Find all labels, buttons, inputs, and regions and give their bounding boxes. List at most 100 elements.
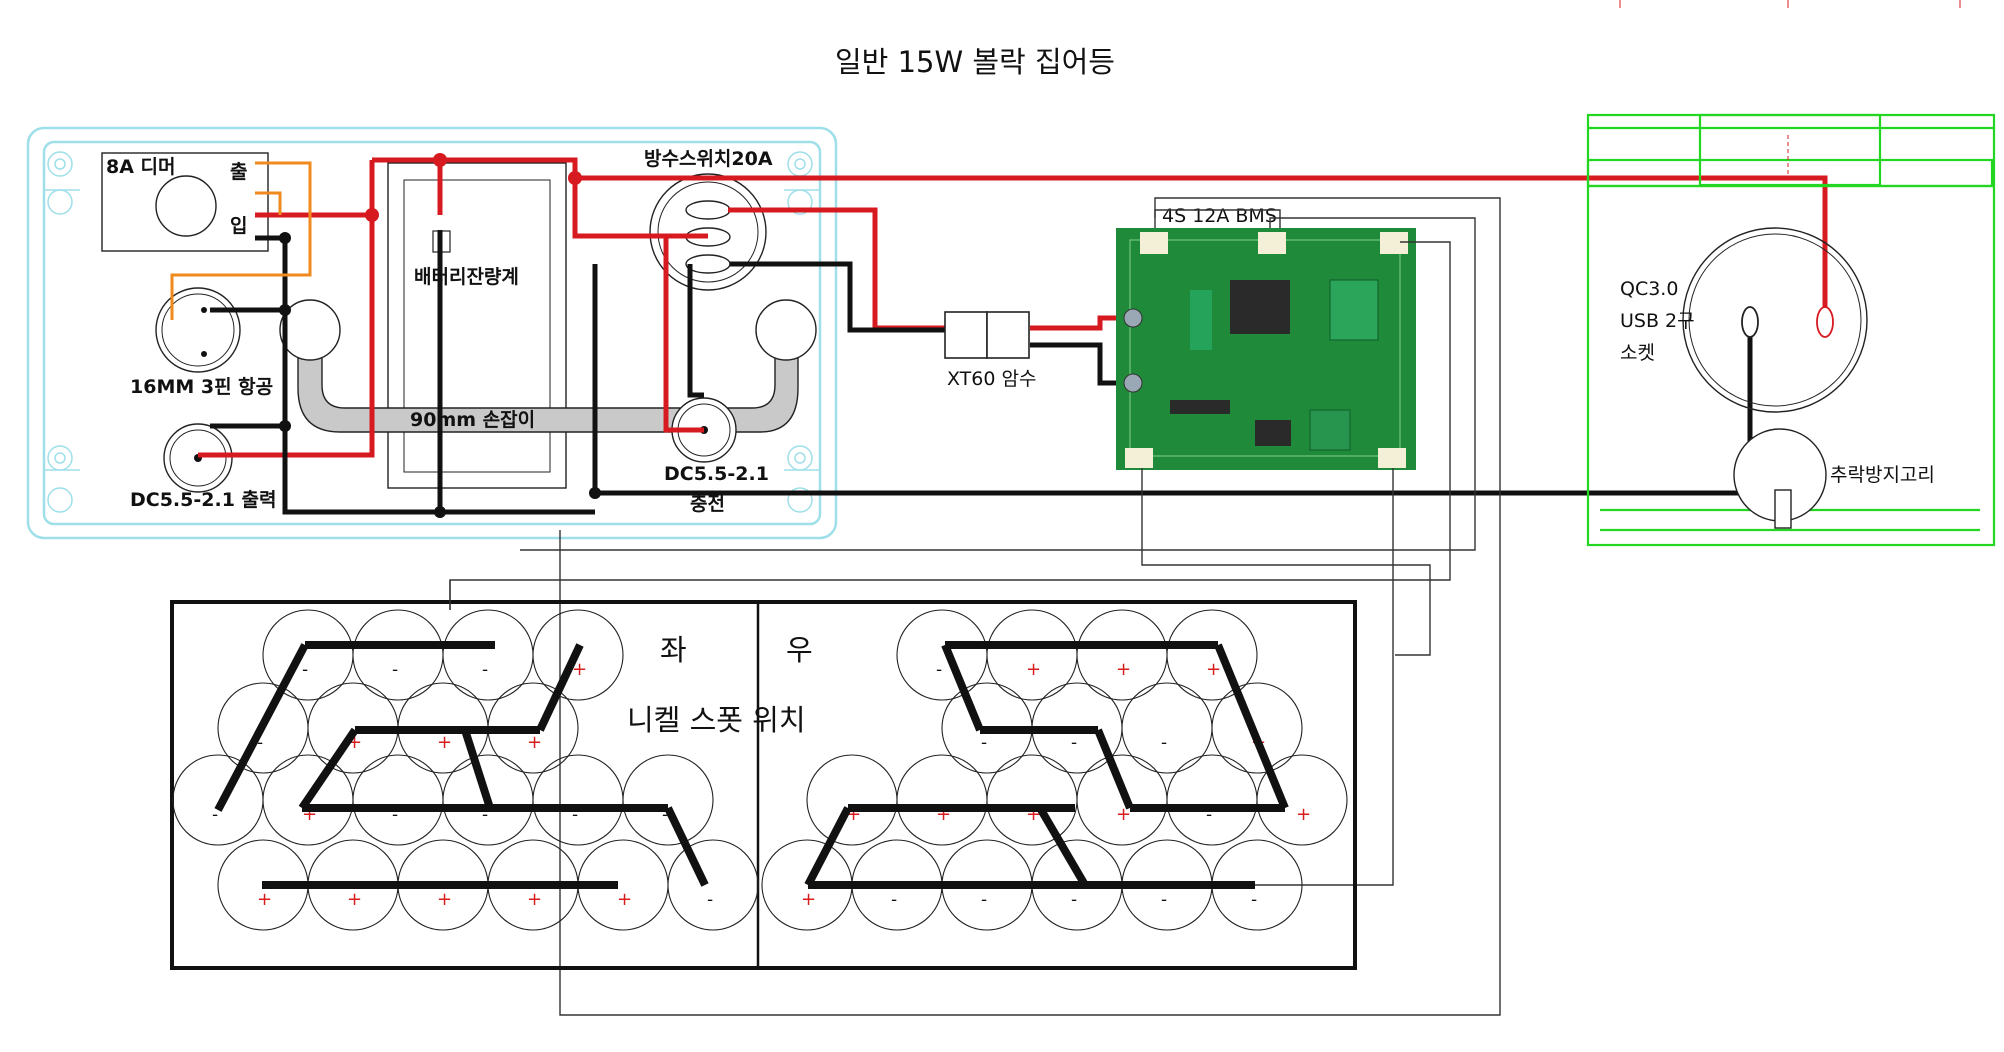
right-pack-cell <box>1121 682 1213 774</box>
left-pack-cell-polarity: + <box>437 732 452 753</box>
handle-90mm: 90mm 손잡이 <box>279 299 817 433</box>
right-pack-cell <box>1076 609 1168 701</box>
dc-output-jack: DC5.5-2.1 출력 <box>130 423 277 511</box>
qc-label-3: 소켓 <box>1620 342 1655 364</box>
dc-output-label: DC5.5-2.1 출력 <box>130 489 277 511</box>
xt60-connector: XT60 암수 <box>944 311 1036 390</box>
nickel-strip <box>1214 643 1289 810</box>
waterproof-switch: 방수스위치20A <box>644 148 773 291</box>
right-pack-cell <box>986 609 1078 701</box>
right-pack-cell-polarity: - <box>981 733 987 753</box>
bms-label: 4S 12A BMS <box>1162 205 1277 227</box>
left-pack-cell <box>172 754 264 846</box>
left-pack-cell-polarity: - <box>392 805 398 825</box>
right-pack-cell-polarity: + <box>801 889 816 910</box>
xt60-label: XT60 암수 <box>947 368 1036 390</box>
left-pack-cell-polarity: - <box>212 805 218 825</box>
battery-gauge: 배터리잔량계 <box>387 162 567 489</box>
right-pack-cell-polarity: + <box>1206 659 1221 680</box>
right-label: 우 <box>786 633 813 667</box>
right-pack-cell-polarity: - <box>1251 890 1257 910</box>
left-pack-cell-polarity: + <box>257 889 272 910</box>
right-pack-cell <box>896 754 988 846</box>
red-junctions <box>365 153 582 222</box>
right-pack-cell-polarity: - <box>981 890 987 910</box>
left-pack-cell <box>352 609 444 701</box>
right-pack-cell-polarity: - <box>1071 733 1077 753</box>
left-pack-cell-polarity: + <box>437 889 452 910</box>
left-pack-cell-polarity: + <box>617 889 632 910</box>
right-pack-cell <box>1166 754 1258 846</box>
right-pack-cell <box>896 609 988 701</box>
dc-charge-label-1: DC5.5-2.1 <box>664 463 769 485</box>
nickel-strip <box>804 806 852 887</box>
nickel-strip-label: 니켈 스폿 위치 <box>627 703 806 737</box>
left-pack-cell <box>442 609 534 701</box>
left-pack-cell-polarity: - <box>392 660 398 680</box>
left-label: 좌 <box>660 633 687 667</box>
right-pack-cell <box>986 754 1078 846</box>
nickel-strips <box>214 641 1289 889</box>
aviation-plug-16mm: 16MM 3핀 항공 <box>130 287 273 398</box>
nickel-strip <box>461 728 494 810</box>
nickel-strip <box>1094 728 1134 810</box>
right-pack-cell-polarity: - <box>1071 890 1077 910</box>
nickel-strip <box>214 643 309 812</box>
waterproof-switch-label: 방수스위치20A <box>644 148 773 170</box>
nickel-strip <box>1036 805 1089 888</box>
left-pack-cell <box>532 609 624 701</box>
qc-label-1: QC3.0 <box>1620 278 1678 300</box>
dc-charge-label-2: 충전 <box>690 493 725 515</box>
right-pack-cell-polarity: + <box>1296 804 1311 825</box>
enclosure-outline <box>26 126 838 540</box>
left-pack-cell <box>532 754 624 846</box>
right-pack-cell-polarity: - <box>1161 733 1167 753</box>
left-pack-cell <box>667 839 759 931</box>
right-pack-cell-polarity: - <box>1161 890 1167 910</box>
right-pack-cell <box>1076 754 1168 846</box>
right-pack-cell-polarity: - <box>1206 805 1212 825</box>
anti-fall-ring-label: 추락방지고리 <box>1830 464 1935 486</box>
right-pack-cell-polarity: - <box>891 890 897 910</box>
dimmer-module: 8A 디머 출 입 <box>101 152 269 252</box>
left-pack-cell-polarity: + <box>347 889 362 910</box>
right-pack-cell <box>1166 609 1258 701</box>
right-pack-cell-polarity: - <box>936 660 942 680</box>
left-pack-cell-polarity: + <box>572 659 587 680</box>
handle-label: 90mm 손잡이 <box>410 409 535 431</box>
dimmer-out-label: 출 <box>230 161 247 183</box>
battery-gauge-label: 배터리잔량계 <box>414 266 519 288</box>
right-pack-cell-polarity: + <box>1026 659 1041 680</box>
nickel-strip <box>298 727 359 811</box>
right-pack-cell <box>806 754 898 846</box>
left-pack-cell-polarity: - <box>482 660 488 680</box>
black-junctions <box>279 232 601 518</box>
usb-socket-enclosure: QC3.0 USB 2구 소켓 추락방지고리 <box>1586 0 1996 547</box>
left-pack-cell-polarity: + <box>527 732 542 753</box>
bms-board: 4S 12A BMS <box>1116 205 1416 470</box>
diagram-title: 일반 15W 볼락 집어등 <box>835 45 1115 79</box>
right-pack-cell <box>1256 754 1348 846</box>
left-pack-cell <box>262 609 354 701</box>
left-pack-cell-polarity: - <box>707 890 713 910</box>
left-pack-cell <box>352 754 444 846</box>
nickel-strip <box>941 643 984 732</box>
qc-label-2: USB 2구 <box>1620 310 1695 332</box>
left-pack-cell-polarity: - <box>302 660 308 680</box>
left-pack-cell-polarity: - <box>662 805 668 825</box>
orange-dimmer-wires <box>170 161 312 320</box>
dimmer-in-label: 입 <box>230 215 247 237</box>
right-pack-cell-polarity: + <box>1116 659 1131 680</box>
left-pack-cell-polarity: - <box>482 805 488 825</box>
left-pack-cell-polarity: - <box>257 733 263 753</box>
dimmer-label: 8A 디머 <box>106 156 176 178</box>
battery-pack: 좌 우 니켈 스폿 위치 <box>170 600 1357 970</box>
nickel-strip <box>664 806 709 887</box>
left-pack-cell-polarity: - <box>572 805 578 825</box>
left-pack-cell-polarity: + <box>527 889 542 910</box>
nickel-strip <box>536 643 584 732</box>
aviation-plug-label: 16MM 3핀 항공 <box>130 376 273 398</box>
right-pack-cell <box>1211 682 1303 774</box>
right-pack-cell-polarity: + <box>1116 804 1131 825</box>
